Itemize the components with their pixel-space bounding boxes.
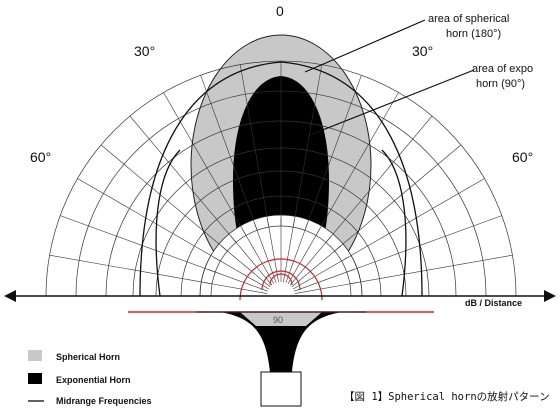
figure-caption: 【図 1】Spherical hornの放射パターン [344, 391, 550, 403]
polar-grid-spokes [46, 61, 516, 297]
angle-label-0: 0 [276, 3, 284, 19]
inner-spoke [291, 245, 341, 288]
polar-spoke [341, 178, 485, 262]
legend-swatch-exponential [28, 373, 42, 384]
source-red-arcs [239, 258, 323, 301]
callout-spherical-line1: area of spherical [428, 13, 509, 25]
callout-expo-line1: area of expo [472, 63, 533, 75]
angle-label-60-right: 60° [512, 149, 533, 165]
inner-spoke [294, 282, 358, 294]
midrange-frequency-curves [139, 61, 423, 297]
horn-profile [128, 311, 434, 407]
angle-label-30-right: 30° [412, 43, 433, 59]
axis-right-arrow-icon [544, 290, 556, 302]
inner-angle-label: 90 [273, 315, 283, 325]
polar-spoke [239, 64, 270, 228]
polar-spoke [349, 254, 513, 285]
polar-spoke [129, 115, 237, 243]
inner-spoke [289, 236, 332, 286]
axis-left-arrow-icon [4, 290, 16, 302]
legend-label-midrange: Midrange Frequencies [56, 396, 152, 406]
polar-spoke [292, 64, 323, 228]
polar-spoke [325, 115, 433, 243]
polar-spoke [334, 144, 462, 252]
polar-spoke [315, 92, 399, 236]
angle-label-60-left: 60° [30, 149, 51, 165]
inner-spoke [213, 256, 270, 290]
polar-spoke [163, 92, 247, 236]
polar-spoke [200, 75, 258, 231]
inner-spoke [294, 269, 355, 292]
inner-spoke [241, 228, 275, 285]
polar-spoke [304, 75, 362, 231]
polar-spoke [77, 178, 221, 262]
callout-spherical-line2: horn (180°) [446, 28, 501, 40]
callout-expo-line2: horn (90°) [476, 78, 525, 90]
polar-spoke [49, 254, 213, 285]
legend-label-spherical: Spherical Horn [56, 352, 120, 362]
legend-label-exponential: Exponential Horn [56, 375, 131, 385]
callout-lines [304, 19, 475, 136]
axis-label: dB / Distance [465, 298, 522, 308]
polar-spoke [100, 144, 228, 252]
angle-label-30-left: 30° [134, 43, 155, 59]
legend: Spherical Horn Exponential Horn Midrange… [28, 350, 152, 406]
polar-spoke [60, 215, 216, 273]
inner-spoke [230, 236, 273, 286]
inner-spoke [204, 282, 268, 294]
inner-spoke [221, 245, 271, 288]
inner-spoke [207, 269, 268, 292]
inner-spoke [287, 228, 321, 285]
driver-unit-box [260, 371, 302, 407]
legend-swatch-spherical [28, 350, 42, 361]
polar-spoke [346, 215, 502, 273]
horizontal-axis [4, 290, 556, 302]
inner-spoke [292, 256, 349, 290]
